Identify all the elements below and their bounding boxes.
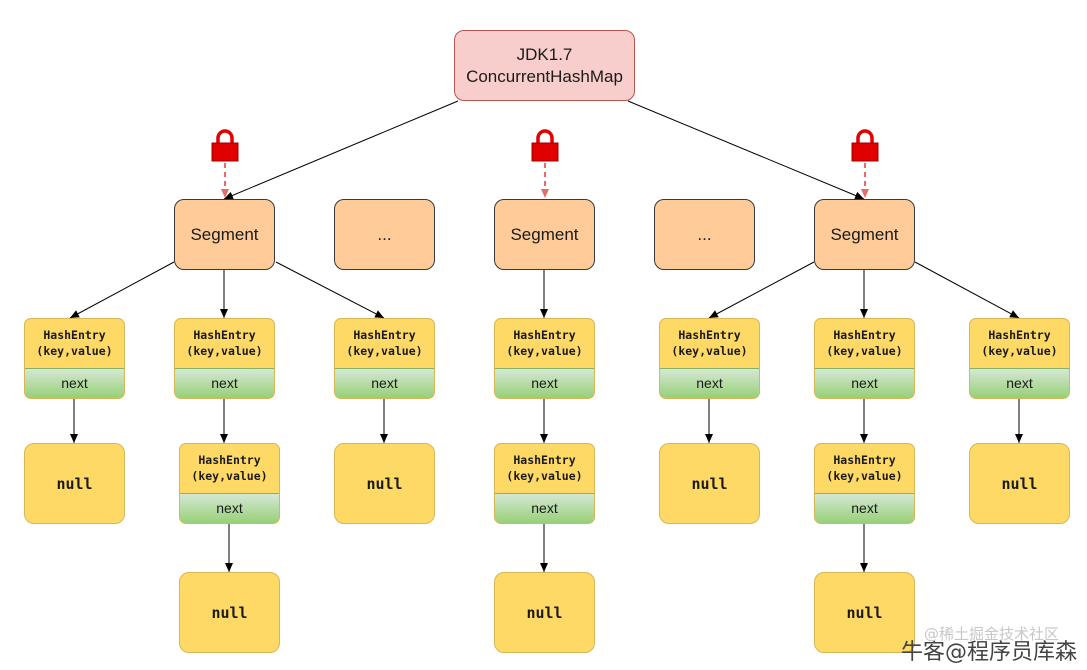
hash-entry-next: next xyxy=(25,367,124,398)
hash-entry-fields: (key,value) xyxy=(346,344,423,359)
hash-entry-title: HashEntry xyxy=(353,328,416,343)
hash-entry-fields: (key,value) xyxy=(36,344,113,359)
connector-arrow xyxy=(223,100,459,200)
hash-entry-title: HashEntry xyxy=(833,453,896,468)
root-line2: ConcurrentHashMap xyxy=(466,66,623,86)
hash-entry-title: HashEntry xyxy=(513,328,576,343)
null-node: null xyxy=(24,443,125,524)
null-node: null xyxy=(969,443,1070,524)
hash-entry-next: next xyxy=(970,367,1069,398)
hash-entry-title: HashEntry xyxy=(198,453,261,468)
segment-node-1: Segment xyxy=(174,199,275,270)
hash-entry-title: HashEntry xyxy=(193,328,256,343)
segment-node-ellipsis-2: ... xyxy=(654,199,755,270)
hash-entry-title: HashEntry xyxy=(43,328,106,343)
hash-entry-next: next xyxy=(495,492,594,523)
hash-entry-fields: (key,value) xyxy=(506,469,583,484)
hash-entry: HashEntry (key,value) next xyxy=(179,443,280,524)
hash-entry: HashEntry (key,value) next xyxy=(334,318,435,399)
hash-entry-next: next xyxy=(815,367,914,398)
hash-entry-next: next xyxy=(335,367,434,398)
hash-entry-title: HashEntry xyxy=(833,328,896,343)
hash-entry-fields: (key,value) xyxy=(826,469,903,484)
lock-icon xyxy=(531,129,559,162)
connector-arrow xyxy=(627,100,865,200)
root-node: JDK1.7 ConcurrentHashMap xyxy=(454,30,635,101)
hash-entry: HashEntry (key,value) next xyxy=(814,318,915,399)
hash-entry-fields: (key,value) xyxy=(671,344,748,359)
watermark: @稀土掘金技术社区 牛客@程序员库森 xyxy=(900,625,1077,666)
hash-entry-fields: (key,value) xyxy=(186,344,263,359)
watermark-faint: @稀土掘金技术社区 xyxy=(923,625,1059,643)
hash-entry-next: next xyxy=(815,492,914,523)
hash-entry-fields: (key,value) xyxy=(506,344,583,359)
watermark-main: 牛客@程序员库森 xyxy=(900,640,1077,665)
hash-entry: HashEntry (key,value) next xyxy=(494,443,595,524)
null-node: null xyxy=(334,443,435,524)
lock-icon xyxy=(211,129,239,162)
root-line1: JDK1.7 xyxy=(516,44,573,64)
hash-entry-next: next xyxy=(180,492,279,523)
hash-entry: HashEntry (key,value) next xyxy=(174,318,275,399)
hash-entry-next: next xyxy=(495,367,594,398)
hash-entry: HashEntry (key,value) next xyxy=(814,443,915,524)
connector-arrow xyxy=(275,261,385,319)
lock-icon xyxy=(851,129,879,162)
hash-entry-title: HashEntry xyxy=(988,328,1051,343)
null-node: null xyxy=(494,572,595,653)
hash-entry: HashEntry (key,value) next xyxy=(494,318,595,399)
hash-entry: HashEntry (key,value) next xyxy=(659,318,760,399)
segment-node-3: Segment xyxy=(814,199,915,270)
null-node: null xyxy=(179,572,280,653)
hash-entry-title: HashEntry xyxy=(678,328,741,343)
hash-entry-next: next xyxy=(175,367,274,398)
segment-node-ellipsis-1: ... xyxy=(334,199,435,270)
hash-entry-title: HashEntry xyxy=(513,453,576,468)
hash-entry: HashEntry (key,value) next xyxy=(24,318,125,399)
hash-entry-fields: (key,value) xyxy=(191,469,268,484)
connector-arrow xyxy=(708,261,815,319)
connector-arrow xyxy=(69,261,175,319)
hash-entry-next: next xyxy=(660,367,759,398)
connector-arrow xyxy=(914,261,1020,319)
hash-entry: HashEntry (key,value) next xyxy=(969,318,1070,399)
hash-entry-fields: (key,value) xyxy=(826,344,903,359)
null-node: null xyxy=(814,572,915,653)
hash-entry-fields: (key,value) xyxy=(981,344,1058,359)
null-node: null xyxy=(659,443,760,524)
segment-node-2: Segment xyxy=(494,199,595,270)
